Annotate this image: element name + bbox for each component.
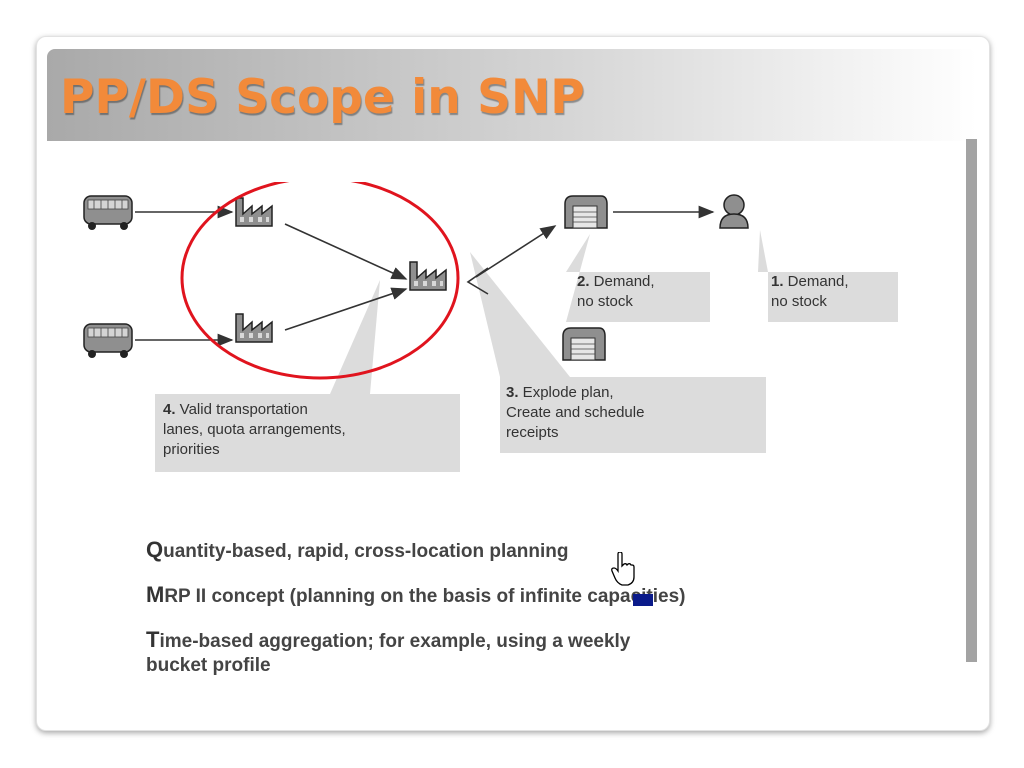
callout-4-text: 4. Valid transportation lanes, quota arr… [163, 401, 346, 458]
bullet-item: Time-based aggregation; for example, usi… [146, 627, 631, 677]
callout-3-box [500, 377, 766, 453]
factory-icon [235, 313, 273, 343]
truck-icon [83, 195, 133, 230]
bullet-item: MRP II concept (planning on the basis of… [146, 582, 686, 608]
cursor-marker [633, 594, 653, 606]
callout-3-text: 3. Explode plan, Create and schedule rec… [506, 384, 645, 441]
customer-icon [719, 194, 749, 229]
split-line [466, 267, 489, 295]
highlight-ellipse [180, 182, 460, 380]
arrow-line [284, 287, 408, 331]
arrow-line [284, 223, 408, 280]
warehouse-icon [562, 327, 606, 361]
arrow-line [475, 225, 557, 278]
hand-cursor-icon [611, 552, 635, 586]
factory-icon [235, 197, 273, 227]
factory-icon [409, 261, 447, 291]
slide-right-border [966, 139, 977, 662]
callout-1-text: 1. Demand, no stock [771, 273, 849, 310]
warehouse-icon [564, 195, 608, 229]
title-bar [47, 49, 977, 141]
callout-2-background [566, 234, 710, 322]
callout-4-box [155, 394, 460, 472]
truck-icon [83, 323, 133, 358]
bullet-item: Quantity-based, rapid, cross-location pl… [146, 537, 569, 563]
slide-title: PP/DS Scope in SNP [60, 70, 585, 125]
callout-3-background [470, 252, 570, 377]
callout-4-background [330, 280, 380, 394]
supply-chain-diagram [83, 182, 898, 472]
callout-1-background [758, 230, 898, 322]
callout-2-text: 2. Demand, no stock [577, 273, 655, 310]
